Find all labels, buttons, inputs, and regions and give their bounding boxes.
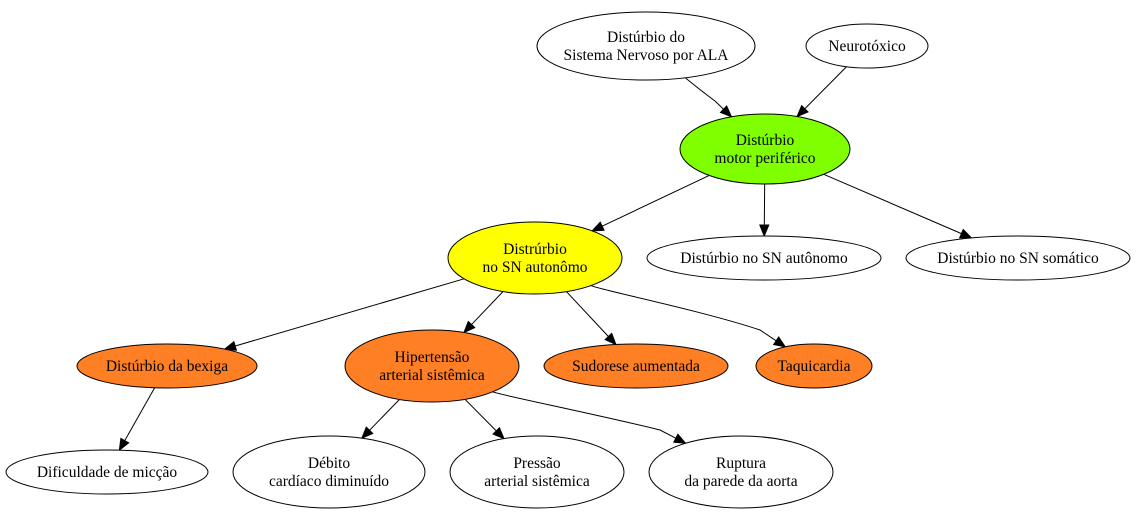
arrowhead-icon (759, 224, 770, 238)
edge-distrurbio_sn_autonomo-to-sudorese (566, 291, 617, 346)
edge-line (235, 278, 465, 347)
edge-line (124, 387, 156, 441)
node-label: Dificuldade de micção (37, 464, 178, 481)
node-label: no SN autonômo (482, 259, 587, 276)
node-label: cardíaco diminuído (269, 473, 389, 490)
node-dificuldade-miccao: Dificuldade de micção (5, 449, 209, 495)
node-ellipse (648, 435, 834, 509)
node-label: Distúrbio (736, 132, 795, 149)
node-disturbio-sn-somatico: Distúrbio no SN somático (905, 235, 1131, 281)
node-ellipse (76, 343, 258, 389)
node-ellipse (646, 235, 882, 281)
node-ellipse (543, 343, 729, 389)
node-label: Distúrbio da bexiga (106, 358, 228, 375)
arrowhead-icon (672, 433, 687, 444)
node-label: Distúrbio do (607, 29, 685, 46)
arrowhead-icon (360, 426, 374, 440)
node-label: Sudorese aumentada (572, 358, 700, 375)
edge-hipertensao-to-ruptura (492, 391, 687, 444)
node-taquicardia: Taquicardia (755, 343, 873, 389)
node-sudorese: Sudorese aumentada (543, 343, 729, 389)
arrowhead-icon (223, 340, 238, 351)
edge-line (566, 291, 609, 337)
edge-distrurbio_sn_autonomo-to-taquicardia (590, 285, 787, 348)
node-label: Sistema Nervoso por ALA (564, 47, 730, 64)
edge-neurotoxico-to-disturbio_motor (796, 66, 847, 118)
edge-disturbio_motor-to-distrurbio_sn_autonomo (591, 174, 710, 232)
edge-line (590, 285, 777, 342)
node-label: Pressão (513, 455, 561, 472)
node-label: Distúrbio no SN somático (937, 250, 1099, 267)
edge-line (369, 399, 400, 431)
node-label: arterial sistêmica (484, 473, 590, 490)
edge-distrurbio_sn_autonomo-to-hipertensao (463, 291, 504, 334)
node-disturbio-sn-autonomo2: Distúrbio no SN autônomo (646, 235, 882, 281)
node-label: arterial sistêmica (379, 367, 485, 384)
node-label: Ruptura (716, 455, 766, 472)
node-label: Débito (308, 455, 350, 472)
arrowhead-icon (772, 336, 787, 348)
arrowhead-icon (796, 104, 809, 118)
node-label: motor periférico (714, 150, 815, 167)
node-disturbio-bexiga: Distúrbio da bexiga (76, 343, 258, 389)
node-label: Distúrbio no SN autônomo (680, 250, 848, 267)
edge-line (601, 174, 710, 227)
arrowhead-icon (604, 332, 617, 346)
edge-distrurbio_sn_autonomo-to-disturbio_bexiga (223, 278, 465, 351)
arrowhead-icon (492, 426, 505, 440)
node-ellipse (344, 329, 520, 403)
node-ellipse (679, 113, 851, 185)
arrowhead-icon (591, 221, 605, 232)
node-label: da parede da aorta (684, 473, 797, 490)
arrowhead-icon (719, 105, 733, 118)
edge-line (804, 66, 847, 110)
edge-disturbio_bexiga-to-dificuldade_miccao (118, 387, 156, 452)
node-ellipse (449, 435, 625, 509)
edge-line (471, 291, 504, 325)
edge-hipertensao-to-debito (360, 399, 400, 440)
node-label: Distrúrbio (503, 241, 567, 258)
edge-disturbio_motor-to-disturbio_sn_autonomo2 (759, 183, 770, 238)
edges-layer (118, 66, 973, 452)
edge-hipertensao-to-pressao (464, 398, 505, 440)
node-ellipse (5, 449, 209, 495)
node-ellipse (447, 221, 623, 295)
edge-disturbio_sn_ala-to-disturbio_motor (684, 77, 733, 118)
arrowhead-icon (118, 437, 130, 452)
edge-line (823, 173, 962, 235)
node-ellipse (805, 23, 929, 69)
node-ellipse (905, 235, 1131, 281)
edge-line (492, 391, 677, 439)
node-ellipse (755, 343, 873, 389)
node-ellipse (232, 435, 426, 509)
arrowhead-icon (463, 320, 476, 334)
node-label: Neurotóxico (828, 38, 906, 55)
node-label: Taquicardia (778, 358, 851, 375)
edge-line (684, 77, 724, 110)
edge-disturbio_motor-to-disturbio_sn_somatico (823, 173, 973, 239)
arrowhead-icon (958, 228, 973, 239)
edge-line (464, 398, 497, 432)
node-neurotoxico: Neurotóxico (805, 23, 929, 69)
node-ellipse (536, 11, 756, 81)
node-label: Hipertensão (395, 349, 470, 366)
